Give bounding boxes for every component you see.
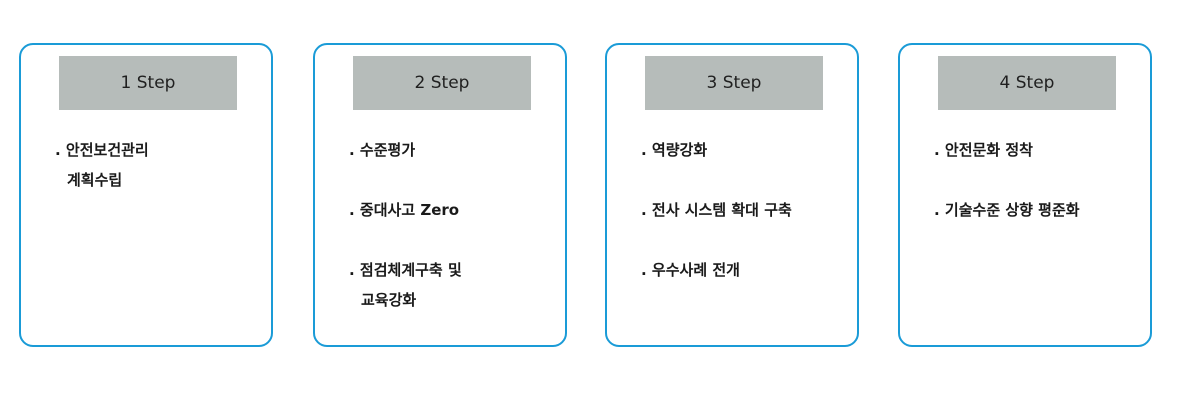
step-item: . 안전보건관리 계획수립 xyxy=(55,141,149,189)
step-item: . 점검체계구축 및 교육강화 xyxy=(349,261,462,309)
step-item: . 전사 시스템 확대 구축 xyxy=(641,201,792,219)
step-header: 1 Step xyxy=(59,56,237,110)
step-item: . 역량강화 xyxy=(641,141,708,159)
step-items: . 역량강화 . 전사 시스템 확대 구축 . 우수사례 전개 xyxy=(641,135,849,285)
step-item: . 기술수준 상향 평준화 xyxy=(934,201,1080,219)
step-card-3: 3 Step . 역량강화 . 전사 시스템 확대 구축 . 우수사례 전개 xyxy=(605,43,859,347)
step-card-1: 1 Step . 안전보건관리 계획수립 xyxy=(19,43,273,347)
step-items: . 안전보건관리 계획수립 xyxy=(55,135,263,195)
step-item: . 우수사례 전개 xyxy=(641,261,740,279)
step-header: 2 Step xyxy=(353,56,531,110)
step-item: . 수준평가 xyxy=(349,141,416,159)
step-card-2: 2 Step . 수준평가 . 중대사고 Zero . 점검체계구축 및 교육강… xyxy=(313,43,567,347)
step-item: . 안전문화 정착 xyxy=(934,141,1033,159)
step-item: . 중대사고 Zero xyxy=(349,201,460,219)
step-header: 3 Step xyxy=(645,56,823,110)
step-items: . 수준평가 . 중대사고 Zero . 점검체계구축 및 교육강화 xyxy=(349,135,557,315)
step-items: . 안전문화 정착 . 기술수준 상향 평준화 xyxy=(934,135,1142,225)
step-card-4: 4 Step . 안전문화 정착 . 기술수준 상향 평준화 xyxy=(898,43,1152,347)
step-header: 4 Step xyxy=(938,56,1116,110)
